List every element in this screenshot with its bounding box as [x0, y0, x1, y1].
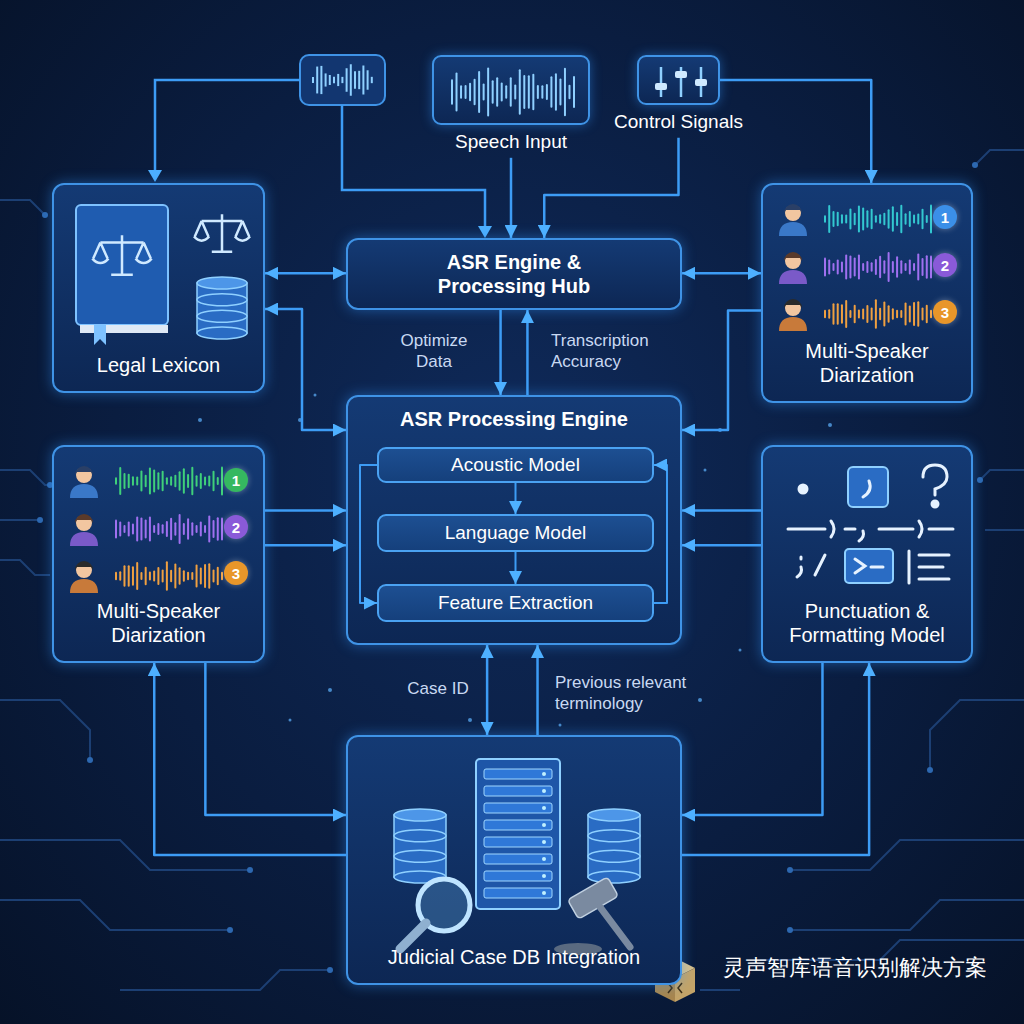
watermark: 灵声智库语音识别解决方案	[723, 953, 987, 983]
edge-label: Case ID	[397, 678, 479, 699]
process-box: Language Model	[377, 514, 654, 552]
callout-number: 3	[933, 300, 957, 324]
database-panel: Judicial Case DB Integration	[346, 735, 682, 985]
edge-label: Previous relevant terminology	[555, 672, 731, 715]
flow-arrow	[654, 465, 667, 603]
flow-arrow	[486, 645, 489, 735]
flow-arrow	[544, 138, 678, 238]
flow-arrow	[682, 544, 761, 547]
node-label: Control Signals	[614, 111, 743, 134]
process-box: Feature Extraction	[377, 584, 654, 622]
hub-box: ASR Engine & Processing Hub	[346, 238, 682, 310]
edge-label: Transcription Accuracy	[551, 330, 683, 373]
node-label: Punctuation & Formatting Model	[773, 599, 961, 647]
engine-container: ASR Processing EngineAcoustic ModelLangu…	[346, 395, 682, 645]
node-label: Judicial Case DB Integration	[388, 945, 640, 969]
flow-arrow	[515, 552, 517, 584]
callout-number: 2	[224, 515, 248, 539]
circuit-traces	[0, 150, 1024, 990]
flow-arrow	[682, 663, 822, 815]
flow-arrow	[720, 80, 871, 183]
callout-number: 1	[933, 205, 957, 229]
node-label: Language Model	[445, 522, 587, 545]
flow-arrow	[499, 310, 502, 395]
flow-arrow	[265, 544, 346, 547]
flow-arrow	[526, 310, 529, 395]
glow-particles	[198, 394, 832, 727]
flow-arrow	[682, 272, 761, 275]
formatting-panel: Punctuation & Formatting Model	[761, 445, 973, 663]
flow-arrow	[154, 663, 346, 855]
waveform-icon-box	[300, 55, 385, 105]
flow-arrow	[360, 465, 377, 603]
node-label: Multi-Speaker Diarization	[773, 339, 961, 387]
callout-number: 1	[224, 468, 248, 492]
flow-arrow	[682, 663, 869, 855]
flow-arrow	[265, 509, 346, 512]
node-icon	[434, 57, 592, 127]
waveform-icon	[313, 64, 372, 95]
input-box: Control Signals	[637, 55, 720, 105]
node-label: Acoustic Model	[451, 454, 580, 477]
flow-arrow	[265, 309, 346, 430]
flow-arrow	[536, 645, 539, 735]
input-box: Speech Input	[432, 55, 590, 125]
flow-arrow	[510, 158, 513, 238]
node-label: ASR Engine & Processing Hub	[414, 250, 614, 298]
flow-arrow	[682, 311, 761, 430]
callout-number: 3	[224, 561, 248, 585]
flow-arrow	[205, 663, 346, 815]
lexicon-panel: Legal Lexicon	[52, 183, 265, 393]
process-box: Acoustic Model	[377, 447, 654, 483]
flow-arrow	[265, 272, 346, 275]
node-label: Multi-Speaker Diarization	[64, 599, 253, 647]
callout-number: 2	[933, 253, 957, 277]
node-label: ASR Processing Engine	[400, 407, 628, 431]
node-label: Legal Lexicon	[97, 353, 220, 377]
flow-arrow	[682, 509, 761, 512]
node-icon	[639, 57, 722, 107]
edge-label: Optimize Data	[386, 330, 482, 373]
node-label: Speech Input	[455, 131, 567, 154]
node-label: Feature Extraction	[438, 592, 593, 615]
flow-arrow	[515, 483, 517, 514]
